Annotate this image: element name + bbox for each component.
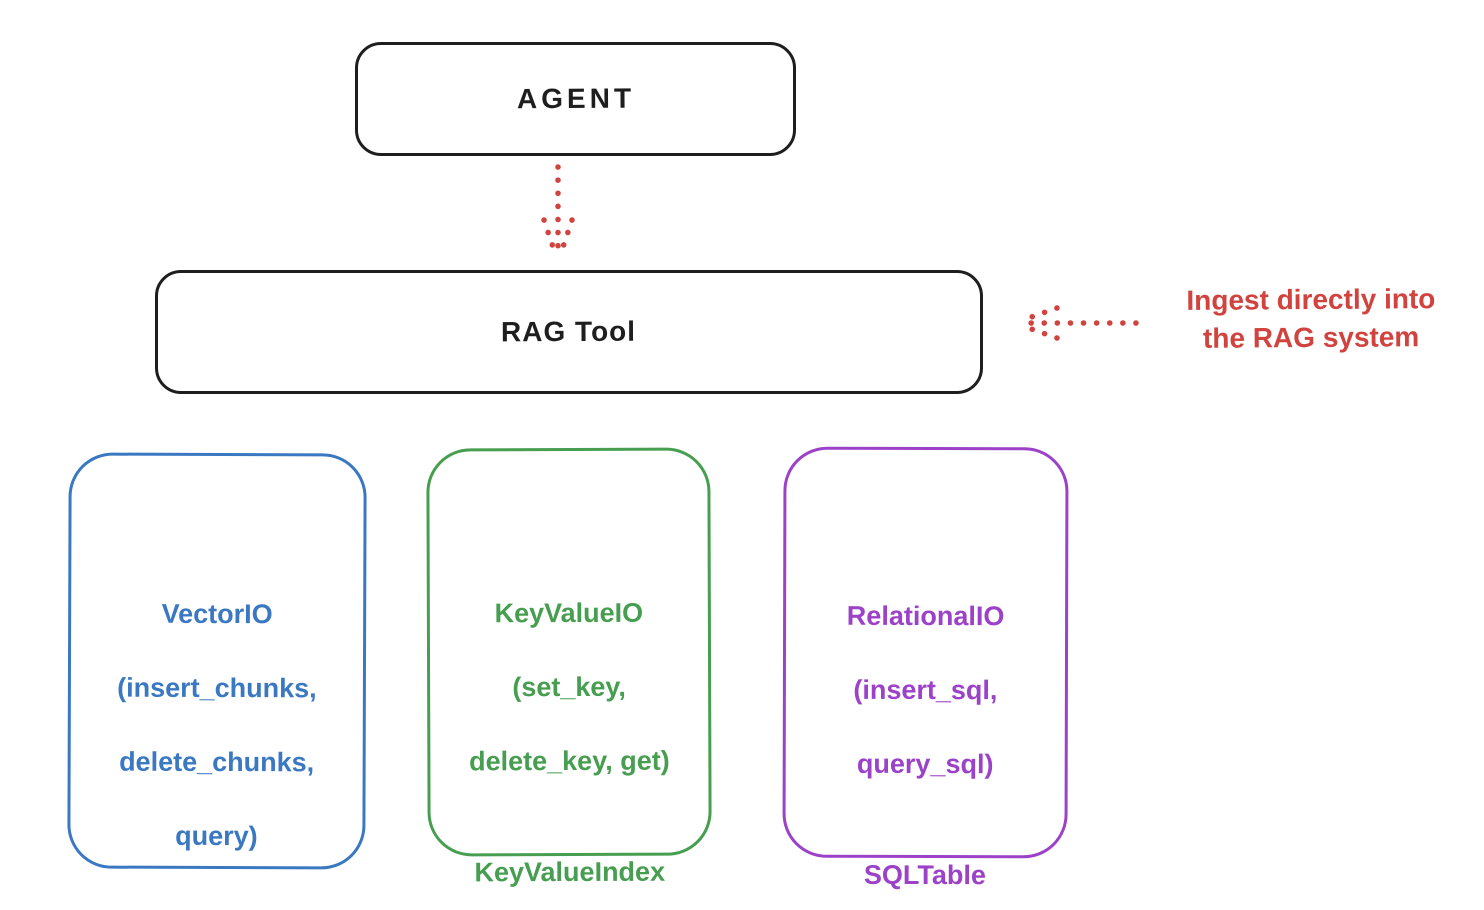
agent-node: AGENT (355, 42, 796, 156)
keyvalue-io-title: KeyValueIO (494, 597, 644, 629)
ingest-annotation: Ingest directly into the RAG system (1138, 280, 1484, 358)
keyvalue-index-label: KeyValueIndex (474, 856, 666, 888)
vector-io-node: VectorIO (insert_chunks, delete_chunks, … (67, 452, 367, 870)
keyvalue-io-methods-line1: (set_key, (512, 671, 626, 703)
relational-io-methods-line2: query_sql) (856, 748, 994, 780)
vector-io-node-label: VectorIO (insert_chunks, delete_chunks, … (116, 559, 317, 893)
ingest-annotation-line2: the RAG system (1202, 321, 1420, 354)
vector-io-methods-line1: (insert_chunks, (117, 672, 317, 704)
ingest-annotation-line1: Ingest directly into (1186, 283, 1436, 316)
vector-io-methods-line2: delete_chunks, (119, 746, 315, 778)
vector-io-title: VectorIO (161, 598, 273, 630)
ragtool-node: RAG Tool (155, 270, 983, 394)
ragtool-node-label: RAG Tool (501, 315, 637, 348)
relational-io-title: RelationalIO (846, 600, 1005, 632)
annotation-to-ragtool-arrow-icon (1017, 305, 1139, 341)
agent-to-ragtool-arrow-icon (541, 164, 575, 259)
keyvalue-io-node: KeyValueIO (set_key, delete_key, get) Ke… (426, 447, 712, 887)
agent-node-label: AGENT (516, 82, 635, 115)
relational-io-node: RelationalIO (insert_sql, query_sql) SQL… (782, 446, 1069, 890)
relational-io-methods-line1: (insert_sql, (853, 674, 998, 706)
keyvalue-io-methods-line2: delete_key, get) (469, 745, 670, 777)
relational-io-node-label: RelationalIO (insert_sql, query_sql) (846, 561, 1005, 820)
sql-table-label: SQLTable (863, 859, 986, 891)
vector-io-methods-line3: query) (175, 820, 258, 852)
keyvalue-io-node-label: KeyValueIO (set_key, delete_key, get) (468, 558, 670, 818)
